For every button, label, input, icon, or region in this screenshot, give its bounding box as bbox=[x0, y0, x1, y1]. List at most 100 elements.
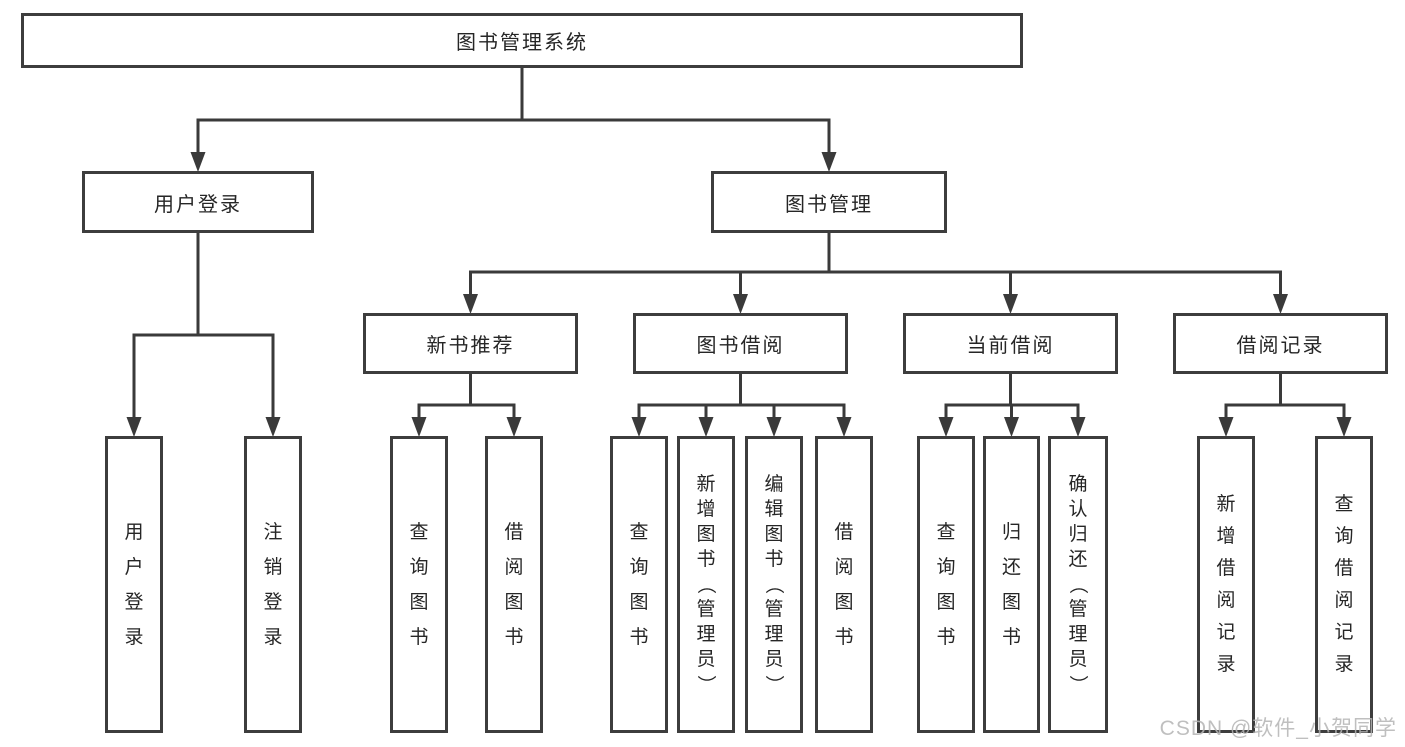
node-label-char: （ bbox=[1067, 574, 1089, 595]
node-leaf-user-login: 用户登录 bbox=[105, 436, 163, 733]
node-label-char: 查 bbox=[409, 521, 429, 543]
node-book-borrow: 图书借阅 bbox=[633, 313, 848, 374]
node-label: 新书推荐 bbox=[426, 335, 515, 357]
node-label-char: 借 bbox=[834, 521, 854, 543]
node-label-char: 新 bbox=[1216, 494, 1236, 515]
arrowhead bbox=[821, 152, 837, 172]
arrowhead bbox=[463, 294, 478, 314]
arrowhead bbox=[766, 417, 782, 437]
node-label-char: 编 bbox=[764, 474, 784, 495]
node-label-char: 认 bbox=[1068, 499, 1088, 520]
node-label: 图书借阅 bbox=[696, 335, 785, 357]
node-label-char: 登 bbox=[124, 591, 144, 613]
node-label-char: 书 bbox=[629, 626, 649, 648]
arrowhead bbox=[698, 417, 714, 437]
node-leaf-borrow-book-2: 借阅图书 bbox=[815, 436, 873, 733]
node-label: 图书管理系统 bbox=[456, 32, 588, 54]
node-label-char: 图 bbox=[504, 591, 524, 613]
node-label-char: 图 bbox=[936, 591, 956, 613]
node-label-char: 管 bbox=[696, 599, 716, 620]
node-label-char: 图 bbox=[834, 591, 854, 613]
arrowhead bbox=[938, 417, 954, 437]
node-label-char: 销 bbox=[263, 556, 283, 578]
node-label-char: 理 bbox=[1068, 624, 1088, 645]
node-label-char: 录 bbox=[1216, 654, 1236, 675]
node-label-char: 录 bbox=[124, 626, 144, 648]
node-label-char: 归 bbox=[1068, 524, 1088, 545]
arrowhead bbox=[126, 417, 142, 437]
edge-user-login bbox=[132, 231, 275, 421]
arrowhead bbox=[506, 417, 522, 437]
node-label-char: 录 bbox=[1334, 654, 1354, 675]
node-label-char: 增 bbox=[696, 499, 716, 520]
node-label-char: 询 bbox=[1334, 526, 1354, 547]
arrowhead bbox=[1218, 417, 1234, 437]
node-label-char: 询 bbox=[629, 556, 649, 578]
node-book-mgmt: 图书管理 bbox=[711, 171, 947, 233]
node-label-char: ） bbox=[695, 674, 717, 695]
node-label-char: 录 bbox=[263, 626, 283, 648]
node-label-char: 员 bbox=[696, 649, 716, 670]
node-user-login: 用户登录 bbox=[82, 171, 314, 233]
node-label-char: 书 bbox=[1001, 626, 1021, 648]
node-leaf-borrow-book-1: 借阅图书 bbox=[485, 436, 543, 733]
node-label-char: 图 bbox=[629, 591, 649, 613]
node-label-char: 员 bbox=[764, 649, 784, 670]
node-new-book-rec: 新书推荐 bbox=[363, 313, 578, 374]
node-label-char: 归 bbox=[1001, 521, 1021, 543]
node-label: 用户登录 bbox=[154, 193, 242, 216]
edge-borrow-records bbox=[1224, 372, 1346, 421]
node-label-char: 增 bbox=[1216, 526, 1236, 547]
node-label-char: 登 bbox=[263, 591, 283, 613]
node-label-char: 辑 bbox=[764, 499, 784, 520]
node-label-char: 注 bbox=[263, 521, 283, 543]
node-label-char: 用 bbox=[124, 521, 144, 543]
edge-current-borrow bbox=[944, 372, 1080, 421]
node-label-char: 图 bbox=[696, 524, 716, 545]
node-label-char: 询 bbox=[409, 556, 429, 578]
node-label-char: 查 bbox=[629, 521, 649, 543]
node-label-char: 阅 bbox=[504, 556, 524, 578]
node-leaf-return-book: 归还图书 bbox=[983, 436, 1040, 733]
node-label-char: 查 bbox=[1334, 494, 1354, 515]
edge-book-borrow bbox=[637, 372, 846, 421]
node-label-char: 借 bbox=[1216, 558, 1236, 579]
node-label-char: 询 bbox=[936, 556, 956, 578]
node-label: 借阅记录 bbox=[1236, 335, 1325, 357]
node-label: 图书管理 bbox=[785, 193, 873, 216]
node-label-char: 阅 bbox=[1216, 590, 1236, 611]
arrowhead bbox=[836, 417, 852, 437]
arrowhead bbox=[1003, 294, 1018, 314]
node-label-char: 管 bbox=[1068, 599, 1088, 620]
node-label-char: 借 bbox=[1334, 558, 1354, 579]
node-label-char: 图 bbox=[409, 591, 429, 613]
node-label-char: 还 bbox=[1001, 556, 1021, 578]
arrowhead bbox=[1070, 417, 1086, 437]
node-leaf-confirm-return: 确认归还（管理员） bbox=[1048, 436, 1108, 733]
node-label-char: 查 bbox=[936, 521, 956, 543]
node-label-char: 书 bbox=[764, 549, 784, 570]
node-label-char: 管 bbox=[764, 599, 784, 620]
node-label-char: ） bbox=[763, 674, 785, 695]
node-label-char: 书 bbox=[834, 626, 854, 648]
arrowhead bbox=[631, 417, 647, 437]
node-leaf-query-borrow-record: 查询借阅记录 bbox=[1315, 436, 1373, 733]
edge-book-mgmt bbox=[469, 231, 1282, 298]
watermark: CSDN @软件_小贺同学 bbox=[1159, 717, 1397, 740]
node-label-char: 书 bbox=[936, 626, 956, 648]
node-label-char: 户 bbox=[124, 556, 144, 578]
node-label-char: 记 bbox=[1216, 622, 1236, 643]
arrowhead bbox=[411, 417, 427, 437]
arrowhead bbox=[1004, 417, 1019, 437]
node-leaf-query-book-1: 查询图书 bbox=[390, 436, 448, 733]
node-label-char: 理 bbox=[764, 624, 784, 645]
node-leaf-add-book: 新增图书（管理员） bbox=[677, 436, 735, 733]
node-label-char: 书 bbox=[504, 626, 524, 648]
node-label-char: ） bbox=[1067, 674, 1089, 695]
node-borrow-records: 借阅记录 bbox=[1173, 313, 1388, 374]
node-leaf-edit-book: 编辑图书（管理员） bbox=[745, 436, 803, 733]
node-label-char: 书 bbox=[696, 549, 716, 570]
arrowhead bbox=[733, 294, 748, 314]
